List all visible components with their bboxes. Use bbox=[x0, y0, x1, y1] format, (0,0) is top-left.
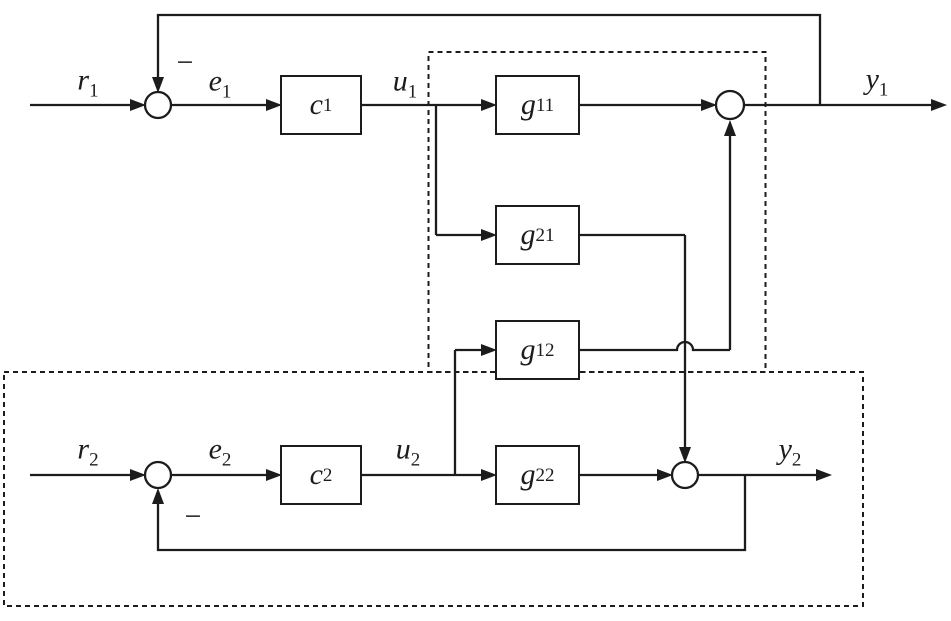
label-e1-sub: 1 bbox=[221, 81, 232, 103]
summing-junctions bbox=[143, 89, 746, 490]
arrow-y1-output bbox=[931, 99, 947, 111]
sum-junction-1 bbox=[143, 90, 173, 120]
arrow-into-sum4 bbox=[657, 469, 673, 481]
line-y2-feedback bbox=[156, 475, 747, 552]
label-y2: y2 bbox=[778, 432, 802, 471]
label-e2: e2 bbox=[208, 432, 232, 471]
block-g22-label: g bbox=[520, 458, 536, 491]
sum2-minus-sign: − bbox=[184, 500, 202, 533]
arrow-feedback-into-sum2 bbox=[152, 488, 164, 504]
label-u1-sub: 1 bbox=[407, 81, 418, 103]
block-g12-sub: 12 bbox=[535, 339, 555, 361]
block-c1-sub: 1 bbox=[322, 94, 333, 116]
sum-junction-3 bbox=[714, 89, 746, 121]
label-e1: e1 bbox=[208, 64, 232, 103]
label-u2: u2 bbox=[395, 432, 421, 471]
label-u1: u1 bbox=[392, 64, 418, 103]
label-y1: y1 bbox=[865, 62, 889, 101]
arrow-feedback-into-sum1 bbox=[152, 77, 164, 93]
block-g21-label: g bbox=[520, 218, 536, 251]
label-r1-base: r bbox=[77, 63, 90, 97]
block-g12-label: g bbox=[520, 333, 536, 366]
label-e2-base: e bbox=[208, 432, 222, 466]
label-y1-base: y bbox=[865, 62, 879, 96]
label-e2-sub: 2 bbox=[221, 449, 232, 471]
arrowheads bbox=[130, 77, 947, 504]
loop2-dashed-boundary bbox=[3, 371, 864, 607]
label-y2-base: y bbox=[778, 432, 792, 466]
arrow-y2-output bbox=[816, 469, 832, 481]
signal-lines bbox=[30, 13, 932, 552]
sum-junction-2 bbox=[143, 460, 173, 490]
arrow-g12-into-sum3 bbox=[724, 120, 736, 136]
label-r2-sub: 2 bbox=[89, 449, 99, 471]
label-r1-sub: 1 bbox=[89, 80, 99, 102]
arrow-into-g21 bbox=[481, 229, 497, 241]
line-g12-out-with-hop bbox=[580, 340, 730, 352]
label-r2: r2 bbox=[77, 432, 99, 471]
arrow-into-g12 bbox=[481, 344, 497, 356]
block-c2-label: c bbox=[309, 458, 323, 491]
block-g21-sub: 21 bbox=[535, 224, 555, 246]
dashed-boundaries bbox=[3, 51, 864, 607]
label-r1: r1 bbox=[77, 63, 99, 102]
block-c2-sub: 2 bbox=[322, 464, 333, 486]
block-g11-label: g bbox=[520, 88, 536, 121]
label-y1-sub: 1 bbox=[878, 79, 889, 101]
arrow-into-sum3 bbox=[701, 99, 717, 111]
sum-junction-4 bbox=[670, 460, 700, 490]
block-g11-sub: 11 bbox=[535, 94, 555, 116]
label-u1-base: u bbox=[392, 64, 408, 98]
arrow-into-g11 bbox=[481, 99, 497, 111]
arrow-into-c1 bbox=[266, 99, 282, 111]
label-u2-base: u bbox=[395, 432, 411, 466]
label-e1-base: e bbox=[208, 64, 222, 98]
label-y2-sub: 2 bbox=[791, 449, 802, 471]
label-u2-sub: 2 bbox=[410, 449, 421, 471]
line-y1-feedback bbox=[156, 13, 822, 105]
loop1-dashed-boundary bbox=[427, 51, 767, 373]
sum1-minus-sign: − bbox=[176, 46, 194, 79]
arrow-into-c2 bbox=[266, 469, 282, 481]
block-g22-sub: 22 bbox=[535, 464, 555, 486]
arrow-g21-into-sum4 bbox=[679, 447, 691, 463]
arrow-into-sum1 bbox=[130, 99, 146, 111]
label-r2-base: r bbox=[77, 432, 90, 466]
arrow-into-g22 bbox=[481, 469, 497, 481]
arrow-into-sum2 bbox=[130, 469, 146, 481]
block-c1-label: c bbox=[309, 88, 323, 121]
